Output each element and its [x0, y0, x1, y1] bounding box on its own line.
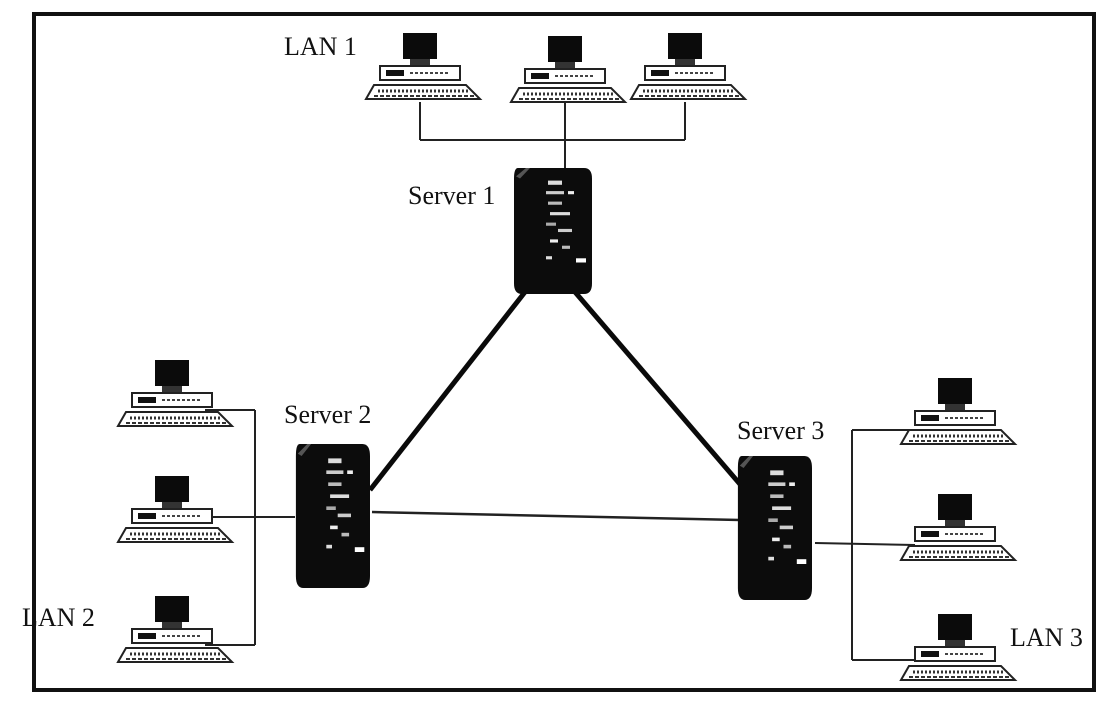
link-server1-server3 — [575, 292, 745, 490]
lan1-label: LAN 1 — [284, 32, 357, 61]
server-2-icon — [296, 444, 370, 588]
lan2-workstation-3-icon — [118, 596, 232, 662]
server-1-icon — [514, 168, 592, 294]
server1-label: Server 1 — [408, 181, 495, 210]
lan3-workstation-3-icon — [901, 614, 1015, 680]
lan2-workstation-2-icon — [118, 476, 232, 542]
server-links — [370, 292, 745, 520]
lan1-workstation-1-icon — [366, 33, 480, 99]
lan3-wiring — [815, 430, 915, 660]
server-3-icon — [738, 456, 812, 600]
lan2-workstation-1-icon — [118, 360, 232, 426]
lan2-label: LAN 2 — [22, 603, 95, 632]
server3-label: Server 3 — [737, 416, 824, 445]
lan1-workstation-3-icon — [631, 33, 745, 99]
server2-label: Server 2 — [284, 400, 371, 429]
lan1-wiring — [420, 100, 685, 175]
link-server2-server3 — [372, 512, 740, 520]
lan3-workstation-1-icon — [901, 378, 1015, 444]
lan3-workstation-2-icon — [901, 494, 1015, 560]
lan3-label: LAN 3 — [1010, 623, 1083, 652]
link-server1-server2 — [370, 292, 525, 490]
lan1-workstation-2-icon — [511, 36, 625, 102]
